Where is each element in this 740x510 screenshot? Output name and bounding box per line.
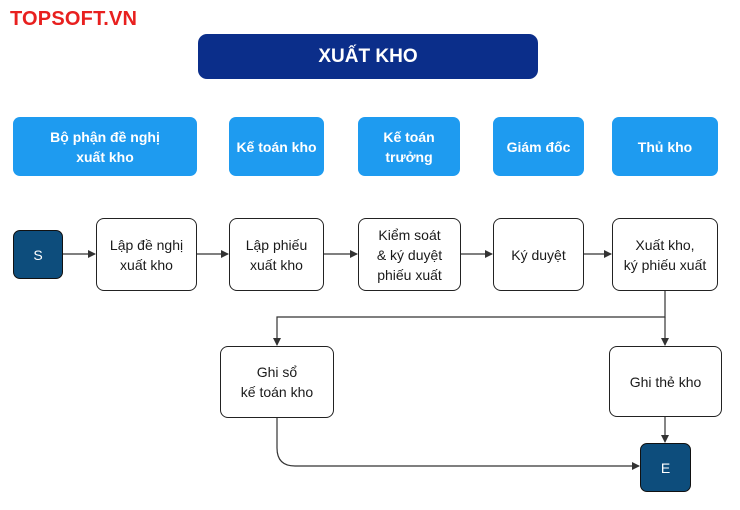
- step-request-issue: Lập đề nghị xuất kho: [96, 218, 197, 291]
- lane-header-chief-accountant: Kế toán trưởng: [358, 117, 460, 176]
- start-node: S: [13, 230, 63, 279]
- arrow-issue-to-ledger: [273, 291, 666, 346]
- step-record-ledger: Ghi sổ kế toán kho: [220, 346, 334, 418]
- lane-header-requesting-department: Bộ phận đề nghị xuất kho: [13, 117, 197, 176]
- step-control-approve-slip: Kiểm soát & ký duyệt phiếu xuất: [358, 218, 461, 291]
- lane-header-warehouse-accountant: Kế toán kho: [229, 117, 324, 176]
- end-node: E: [640, 443, 691, 492]
- lane-header-director: Giám đốc: [493, 117, 584, 176]
- step-issue-goods: Xuất kho, ký phiếu xuất: [612, 218, 718, 291]
- diagram-title: XUẤT KHO: [198, 34, 538, 79]
- step-director-approve: Ký duyệt: [493, 218, 584, 291]
- lane-header-storekeeper: Thủ kho: [612, 117, 718, 176]
- step-create-issue-slip: Lập phiếu xuất kho: [229, 218, 324, 291]
- step-record-stock-card: Ghi thẻ kho: [609, 346, 722, 417]
- brand-logo: TOPSOFT.VN: [10, 8, 138, 30]
- arrow-ledger-to-end: [276, 418, 640, 470]
